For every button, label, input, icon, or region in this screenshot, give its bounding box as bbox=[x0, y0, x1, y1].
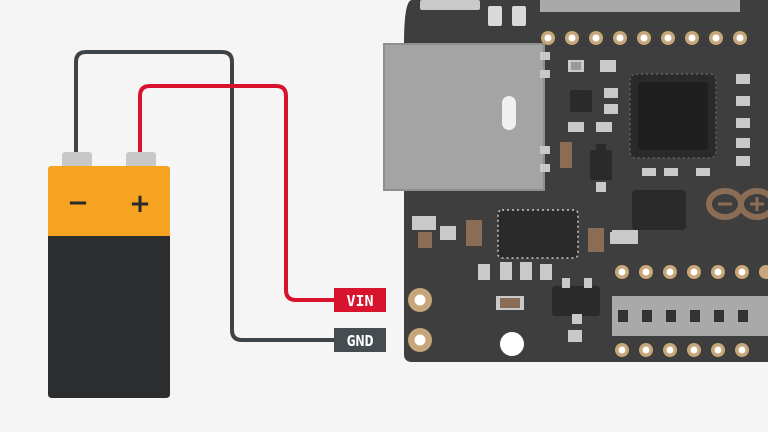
gnd-wire bbox=[74, 50, 334, 342]
vin-wire bbox=[138, 84, 334, 302]
vin-pad bbox=[408, 288, 432, 312]
top-connector bbox=[420, 0, 480, 10]
gnd-pin-label: GND bbox=[334, 328, 386, 352]
vin-pin-label: VIN bbox=[334, 288, 386, 312]
battery-label-band bbox=[48, 166, 170, 236]
bottom-header bbox=[612, 265, 768, 357]
battery-positive-symbol: + bbox=[129, 189, 151, 219]
top-header-strip bbox=[540, 0, 740, 12]
usb-connector bbox=[384, 44, 544, 190]
arduino-board bbox=[383, 0, 768, 362]
mounting-hole bbox=[500, 332, 524, 356]
battery-9v: − + bbox=[48, 152, 170, 398]
arduino-infinity-logo bbox=[706, 188, 768, 220]
gnd-label-text: GND bbox=[346, 332, 373, 350]
vin-label-text: VIN bbox=[346, 292, 373, 310]
battery-negative-symbol: − bbox=[67, 188, 89, 218]
battery-negative-terminal bbox=[62, 152, 92, 168]
gnd-pad bbox=[408, 328, 432, 352]
smd-components bbox=[412, 60, 750, 342]
battery-positive-terminal bbox=[126, 152, 156, 168]
